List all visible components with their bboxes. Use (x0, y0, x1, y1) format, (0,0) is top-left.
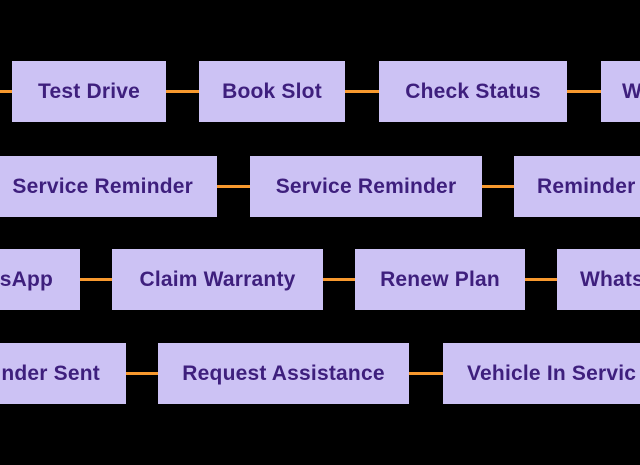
flow-connector (567, 90, 601, 93)
flow-node-book-slot: Book Slot (199, 61, 345, 122)
flow-node-service-reminder: Service Reminder (250, 156, 482, 217)
flow-connector (409, 372, 443, 375)
flow-connector (80, 278, 112, 281)
flow-node-whatsapp-truncated-left: tsApp (0, 249, 80, 310)
flow-node-vehicle-in-service: Vehicle In Servic (443, 343, 640, 404)
flow-node-whatsapp-truncated-right: Whats (557, 249, 640, 310)
flow-connector (166, 90, 199, 93)
flow-node-claim-warranty: Claim Warranty (112, 249, 323, 310)
flow-node-reminder-sent-truncated: nder Sent (0, 343, 126, 404)
flow-node-request-assistance: Request Assistance (158, 343, 409, 404)
flow-node-test-drive: Test Drive (12, 61, 166, 122)
flow-connector (323, 278, 355, 281)
flow-connector (482, 185, 514, 188)
flow-connector (345, 90, 379, 93)
flow-node-reminder-truncated: Reminder (514, 156, 640, 217)
flow-connector (0, 90, 12, 93)
flow-connector (217, 185, 250, 188)
flow-node-renew-plan: Renew Plan (355, 249, 525, 310)
flow-connector (126, 372, 158, 375)
flow-connector (525, 278, 557, 281)
flow-node-check-status: Check Status (379, 61, 567, 122)
flow-node-service-reminder-left: Service Reminder (0, 156, 217, 217)
flow-node-truncated-right: W (601, 61, 640, 122)
